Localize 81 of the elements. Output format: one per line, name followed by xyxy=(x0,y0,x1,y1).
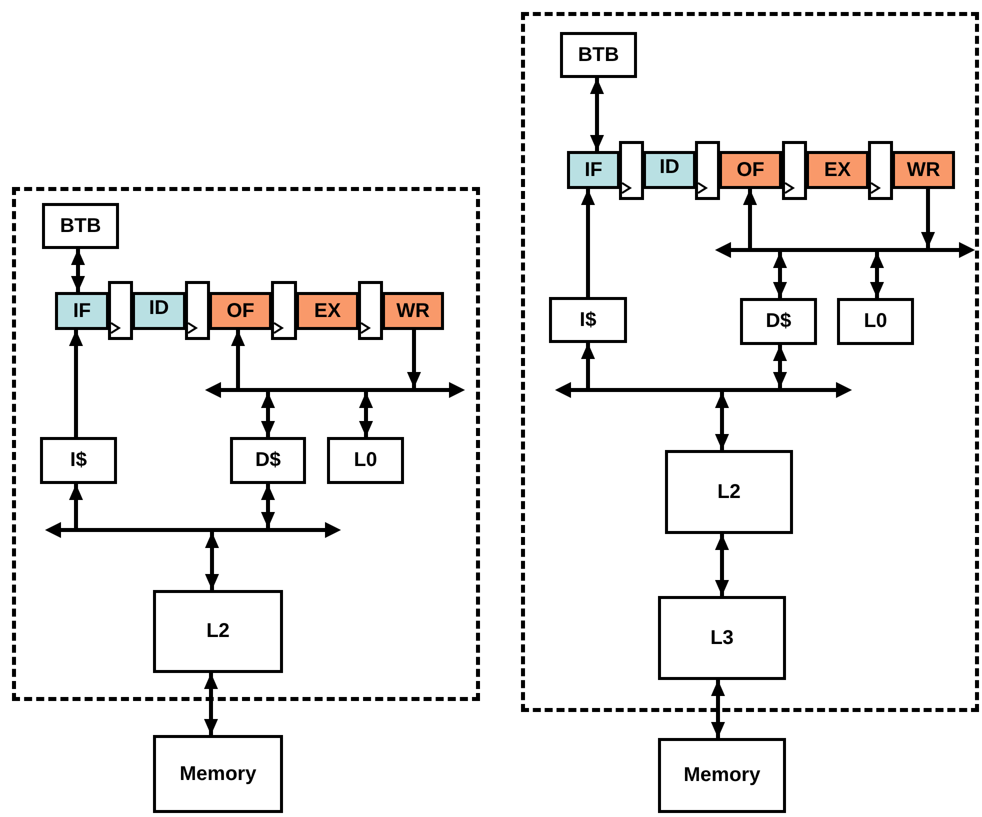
block-box xyxy=(549,297,627,343)
block-box xyxy=(740,298,817,345)
stage-label: ID xyxy=(149,296,169,320)
block-label: BTB xyxy=(578,44,620,66)
arrow xyxy=(204,673,218,735)
bus-line xyxy=(45,522,341,538)
pipeline-stage xyxy=(806,151,869,189)
pipeline-register xyxy=(358,281,383,340)
block-box xyxy=(42,203,119,249)
arrow xyxy=(773,252,787,298)
pipeline-register xyxy=(619,141,644,200)
stage-label: IF xyxy=(584,158,602,182)
pipeline-register xyxy=(868,141,893,200)
block-box xyxy=(153,735,283,813)
block-box xyxy=(658,738,786,813)
arrow xyxy=(359,392,373,437)
block-label: L2 xyxy=(206,620,230,643)
arrow xyxy=(407,330,421,388)
block-label: BTB xyxy=(60,214,102,238)
bus-line xyxy=(715,242,975,258)
pipeline-register xyxy=(782,141,807,200)
block-box xyxy=(153,590,283,673)
block-box xyxy=(560,32,637,78)
block-box xyxy=(658,596,786,680)
stage-label: ID xyxy=(660,156,680,178)
block-label: D$ xyxy=(766,310,792,333)
arrow xyxy=(581,189,595,297)
block-label: L2 xyxy=(717,480,741,504)
pipeline-register xyxy=(185,281,210,340)
block-label: Memory xyxy=(180,762,256,786)
arrow xyxy=(773,345,787,388)
block-label: D$ xyxy=(255,449,281,472)
arrow xyxy=(870,252,884,298)
pipeline-stage xyxy=(55,292,109,330)
bus-line xyxy=(555,382,852,398)
pipeline-stage xyxy=(643,151,696,189)
arrow xyxy=(69,484,83,528)
pipeline-register xyxy=(271,281,297,340)
stage-label: OF xyxy=(226,300,254,322)
block-label: I$ xyxy=(70,449,87,472)
pipeline-stage xyxy=(296,292,359,330)
stage-label: WR xyxy=(396,300,430,322)
block-label: L0 xyxy=(864,310,888,333)
block-box xyxy=(327,437,404,484)
arrow xyxy=(715,534,729,596)
pipeline-stage xyxy=(892,151,955,189)
pipeline-stage xyxy=(567,151,620,189)
block-label: Memory xyxy=(684,764,760,787)
arrow xyxy=(205,532,219,590)
arrow xyxy=(261,392,275,437)
arrow xyxy=(231,330,245,388)
pipeline-stage xyxy=(209,292,272,330)
bus-line xyxy=(205,382,465,398)
stage-label: IF xyxy=(73,300,91,322)
arrow xyxy=(921,189,935,248)
stage-label: WR xyxy=(906,158,940,182)
pipeline-register xyxy=(695,141,720,200)
pipeline-stage xyxy=(132,292,186,330)
arrow xyxy=(581,343,595,388)
arrow xyxy=(711,680,725,738)
stage-label: EX xyxy=(824,158,851,182)
block-box xyxy=(665,450,793,534)
arrow xyxy=(715,392,729,450)
pipeline-stage xyxy=(382,292,444,330)
arrow xyxy=(71,249,85,292)
block-label: L3 xyxy=(710,626,734,650)
block-box xyxy=(40,437,117,484)
block-label: L0 xyxy=(354,449,378,472)
arrow xyxy=(261,484,275,528)
dashed-boundary xyxy=(12,187,480,701)
block-label: I$ xyxy=(580,308,596,332)
block-box xyxy=(230,437,306,484)
stage-label: OF xyxy=(736,158,764,182)
block-box xyxy=(837,298,914,345)
arrow xyxy=(69,330,83,437)
stage-label: EX xyxy=(314,300,341,322)
arrow xyxy=(590,78,604,151)
pipeline-register xyxy=(108,281,133,340)
arrow xyxy=(743,189,757,248)
dashed-boundary xyxy=(521,12,979,712)
pipeline-stage xyxy=(719,151,782,189)
